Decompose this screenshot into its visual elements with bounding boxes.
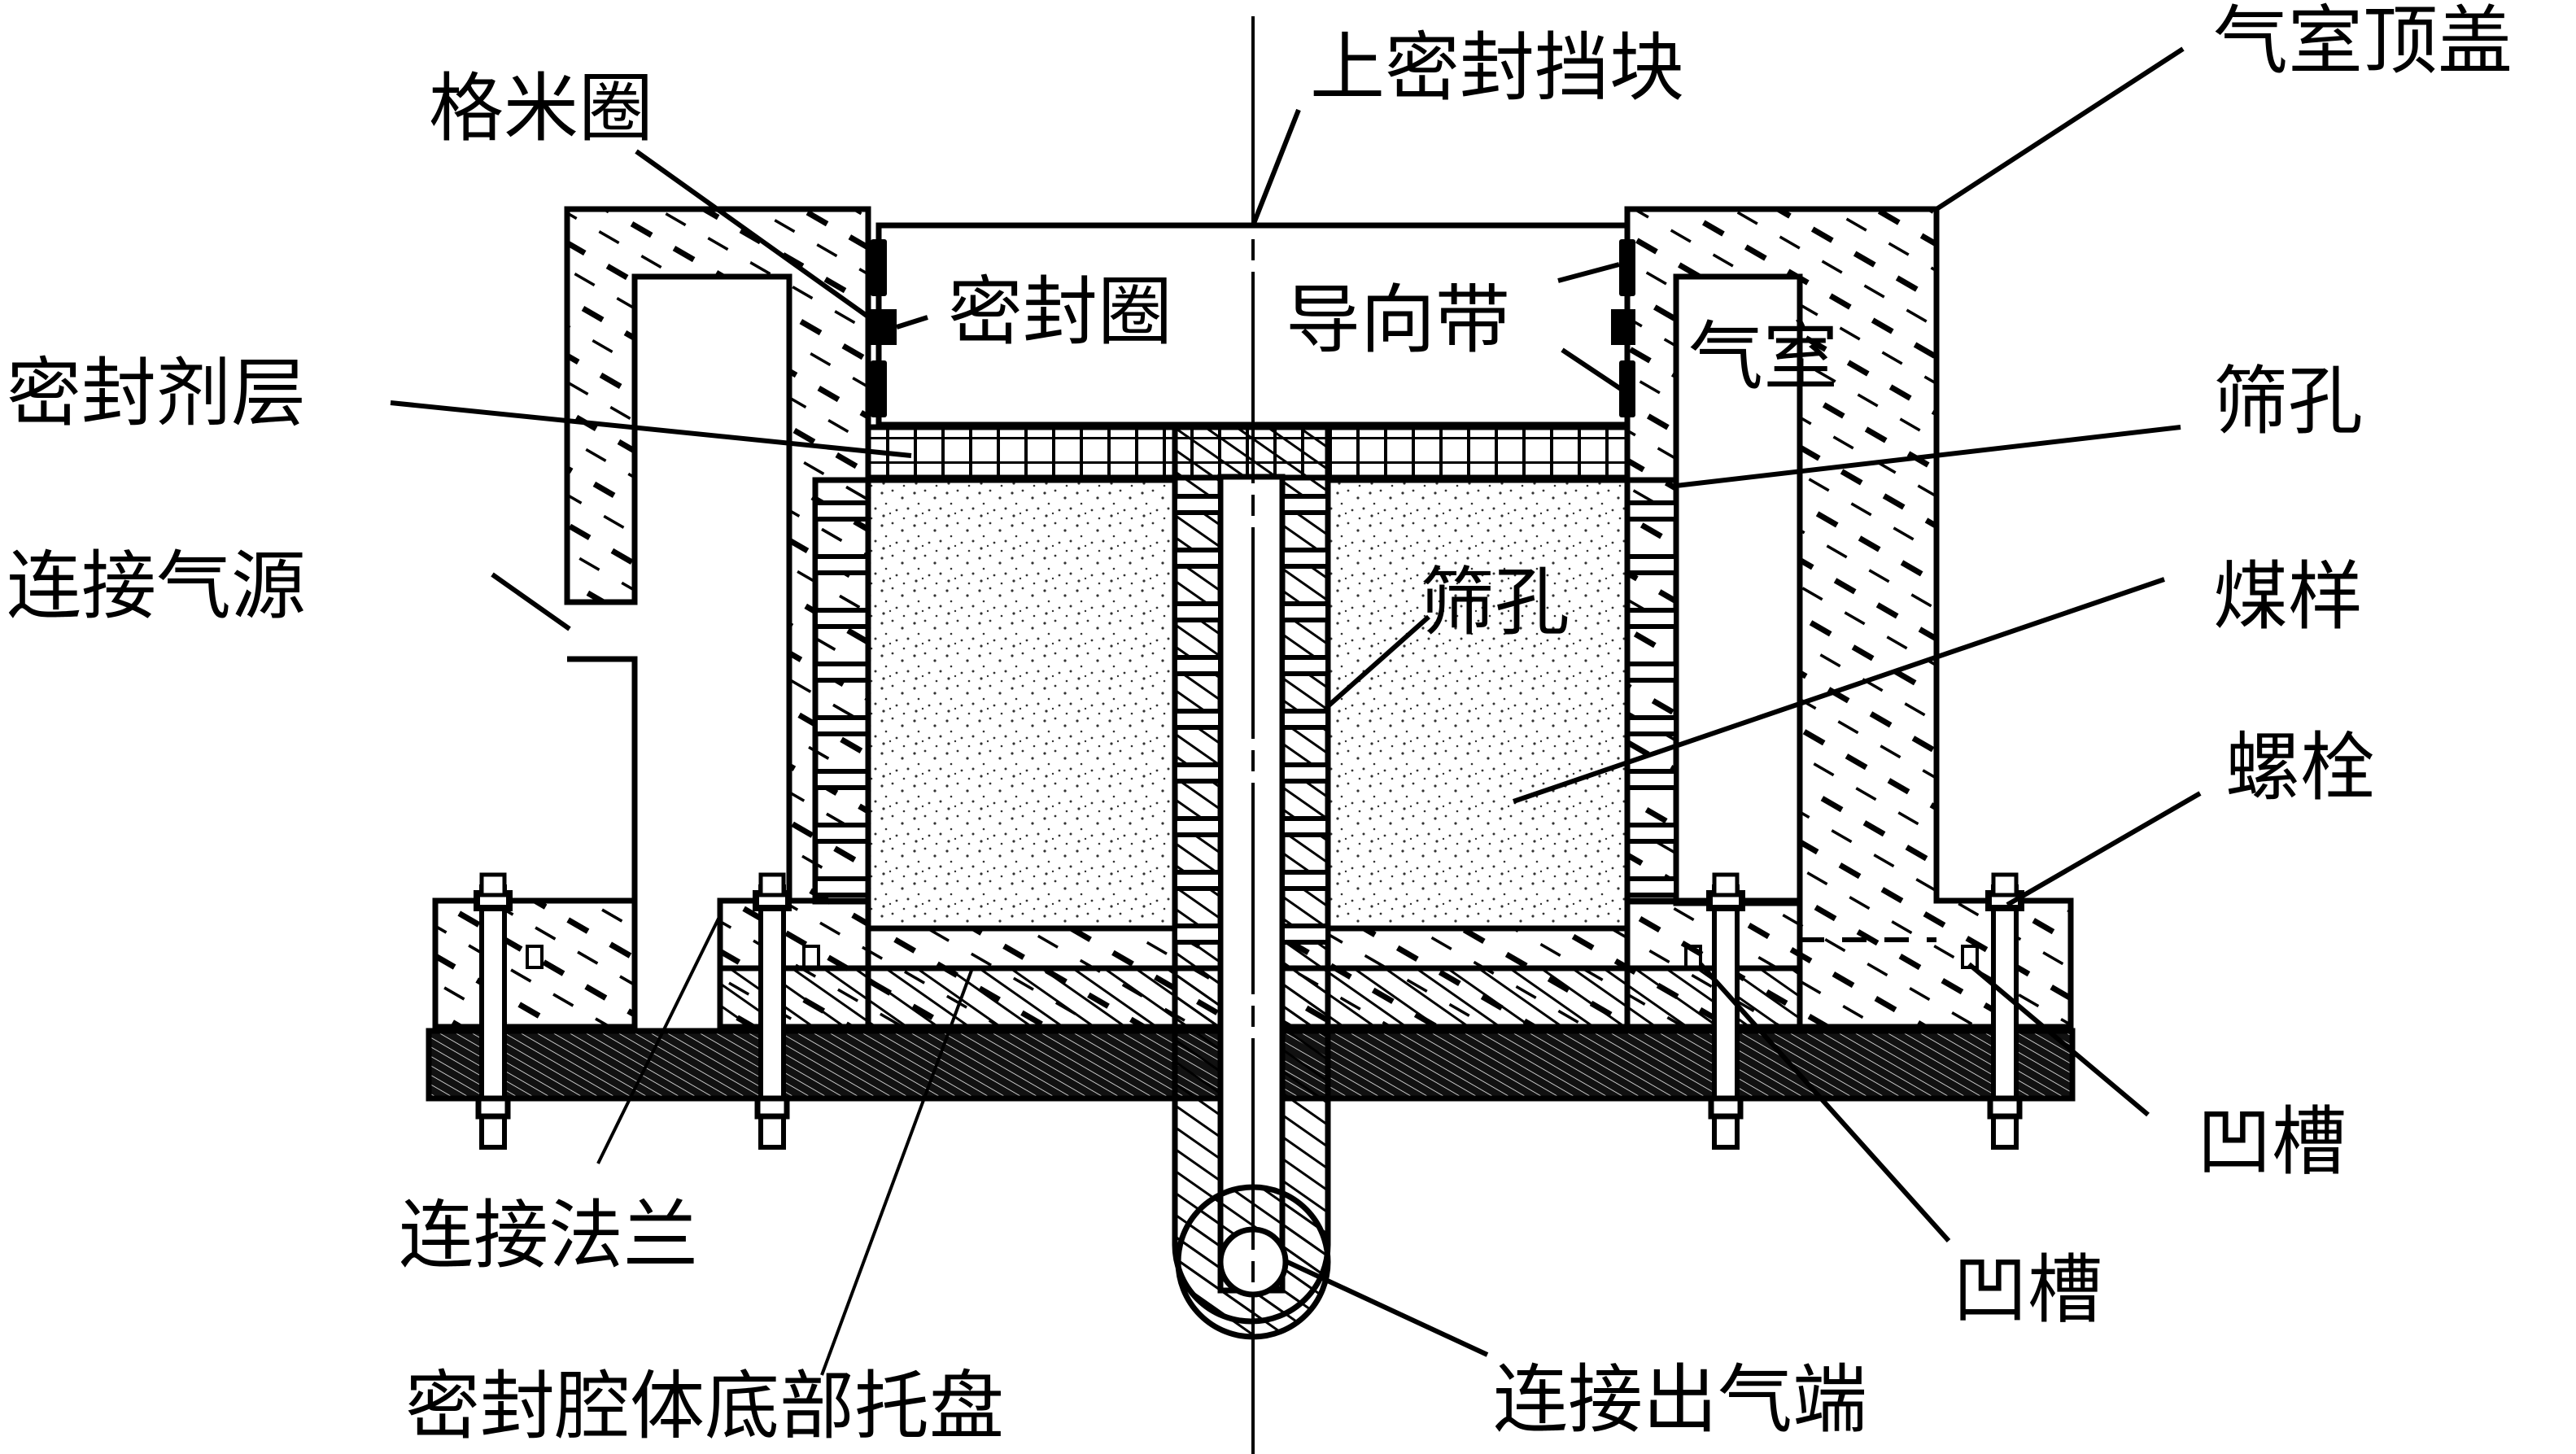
bolt-nut-bottom <box>1987 1095 2023 1120</box>
sieve-hole <box>813 608 871 629</box>
label-groove-right: 凹槽 <box>2197 1098 2347 1185</box>
sieve-hole <box>813 769 871 790</box>
pipe-sieve-hole <box>1172 494 1223 515</box>
sieve-hole <box>813 876 871 897</box>
right-chamber-cover <box>1624 206 2074 1030</box>
sieve-hole <box>1625 769 1679 790</box>
label-gemi-ring: 格米圈 <box>429 65 653 152</box>
bolt-head-top <box>1712 872 1740 897</box>
bolt-head-top <box>479 872 507 897</box>
sieve-hole <box>1625 554 1679 575</box>
label-gas-source: 连接气源 <box>7 543 306 630</box>
sieve-hole <box>813 715 871 736</box>
bolt-nut-bottom <box>754 1095 790 1120</box>
label-seal-ring: 密封圈 <box>948 269 1172 356</box>
bolt-head-top <box>1991 872 2019 897</box>
label-bolt: 螺栓 <box>2225 724 2375 811</box>
label-bottom-tray: 密封腔体底部托盘 <box>405 1363 1004 1450</box>
label-flange: 连接法兰 <box>399 1192 698 1279</box>
label-sealant-layer: 密封剂层 <box>7 350 306 437</box>
labels: 格米圈 上密封挡块 气室顶盖 密封圈 导向带 气室 密封剂层 筛孔 连接气源 筛… <box>7 0 2513 1450</box>
label-chamber-top-cover: 气室顶盖 <box>2213 0 2513 85</box>
pipe-sieve-hole <box>1172 816 1223 837</box>
label-guide-band: 导向带 <box>1286 277 1510 364</box>
pipe-sieve-hole <box>1172 709 1223 730</box>
leader-lines <box>390 46 2202 1376</box>
pipe-sieve-hole <box>1280 870 1330 891</box>
right-sieve-wall <box>1624 477 1679 905</box>
sieve-hole <box>813 500 871 522</box>
label-gas-chamber: 气室 <box>1688 313 1838 400</box>
bolt-head-top <box>758 872 786 897</box>
seal-rings <box>871 239 1635 417</box>
pipe-sieve-hole <box>1172 655 1223 676</box>
pipe-sieve-hole <box>1280 762 1330 784</box>
sieve-hole <box>813 554 871 575</box>
label-sieve-hole-inner: 筛孔 <box>1420 559 1570 646</box>
label-groove-center: 凹槽 <box>1953 1247 2102 1334</box>
sieve-hole <box>813 662 871 683</box>
sieve-hole <box>1625 500 1679 522</box>
coal-sample-left <box>865 477 1178 932</box>
label-sieve-hole-outer: 筛孔 <box>2213 358 2363 445</box>
pipe-sieve-hole <box>1280 548 1330 569</box>
pipe-sieve-hole <box>1280 923 1330 945</box>
pipe-sieve-hole <box>1280 709 1330 730</box>
sieve-hole <box>1625 823 1679 844</box>
label-upper-seal-block: 上密封挡块 <box>1310 24 1684 111</box>
pipe-sieve-hole <box>1172 601 1223 622</box>
pipe-sieve-hole <box>1280 601 1330 622</box>
left-sieve-wall <box>812 477 871 905</box>
sieve-hole <box>813 823 871 844</box>
pipe-sieve-hole <box>1172 548 1223 569</box>
sieve-hole <box>1625 715 1679 736</box>
bolt-nut-bottom <box>1708 1095 1744 1120</box>
pipe-sieve-hole <box>1280 816 1330 837</box>
coal-sample-right <box>1325 477 1631 932</box>
pipe-sieve-hole <box>1172 870 1223 891</box>
pipe-sieve-hole <box>1172 923 1223 945</box>
label-gas-outlet: 连接出气端 <box>1493 1356 1867 1443</box>
pipe-sieve-hole <box>1172 762 1223 784</box>
label-coal-sample: 煤样 <box>2213 553 2363 640</box>
sieve-hole <box>1625 876 1679 897</box>
bolts <box>474 872 2024 1150</box>
pipe-sieve-hole <box>1280 655 1330 676</box>
sieve-hole <box>1625 608 1679 629</box>
sieve-hole <box>1625 662 1679 683</box>
pipe-sieve-hole <box>1280 494 1330 515</box>
bolt-nut-bottom <box>475 1095 511 1120</box>
